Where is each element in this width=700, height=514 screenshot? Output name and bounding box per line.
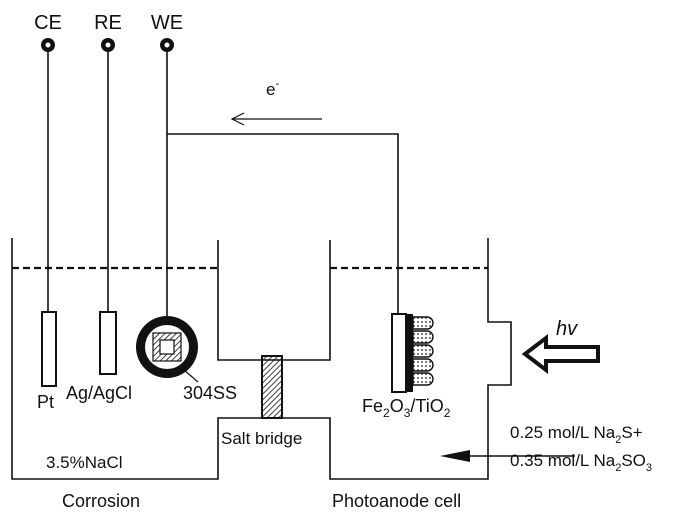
steel-electrode [136,316,198,378]
re-terminal [101,38,115,52]
electrolyte-line-2: 0.35 mol/L Na2SO3 [510,451,652,474]
steel-pointer [183,369,199,383]
electrolyte-line-1: 0.25 mol/L Na2S+ [510,423,643,446]
photoanode-electrode [391,313,434,393]
steel-label: 304SS [183,383,237,403]
re-label: RE [94,12,122,34]
photoanode-cell-label: Photoanode cell [332,491,461,511]
cell-vessel [11,238,512,480]
nacl-label: 3.5%NaCl [46,453,123,472]
we-label: WE [151,12,183,34]
electron-label: e- [266,78,279,99]
photoanode-wire [167,133,399,314]
corrosion-label: Corrosion [62,491,140,511]
ce-label: CE [34,12,62,34]
electrolyte-inflow-arrow [440,450,575,462]
ag-agcl-electrode [99,311,117,375]
cell-partition [217,240,331,361]
pt-label: Pt [37,392,54,412]
light-arrow [521,333,600,375]
salt-bridge [261,355,283,419]
hv-label: hv [556,318,578,340]
salt-bridge-label: Salt bridge [221,429,302,448]
ag-agcl-label: Ag/AgCl [66,383,132,403]
pt-electrode [41,311,57,387]
ce-terminal [41,38,55,52]
electron-flow-arrow [230,112,322,126]
photoanode-material-label: Fe2O3/TiO2 [362,396,451,420]
we-terminal [160,38,174,52]
